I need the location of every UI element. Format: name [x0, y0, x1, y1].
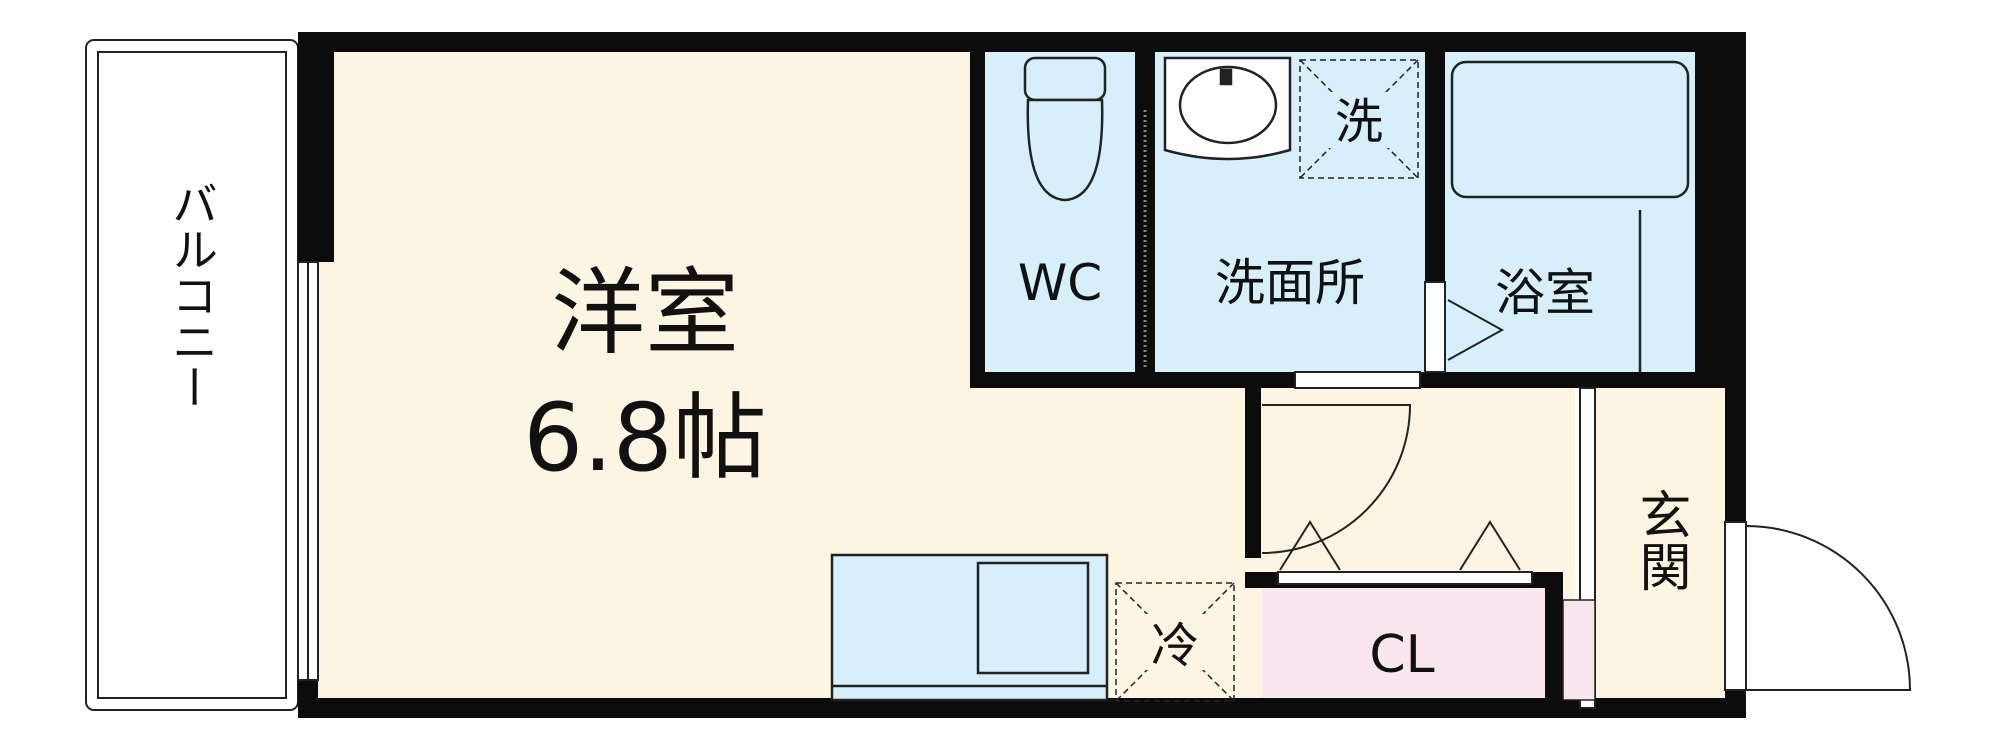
fridge-label-bg — [1143, 614, 1207, 670]
washroom-door[interactable] — [1261, 404, 1412, 554]
washroom-door-gap — [1294, 371, 1421, 389]
western-room-label: 洋室 — [551, 259, 739, 368]
closet-floor — [1262, 588, 1560, 703]
balcony-inner — [97, 51, 287, 699]
fridge-label: 冷 — [1151, 618, 1199, 674]
kitchen-counter — [830, 553, 1109, 702]
bathtub-fixture — [1450, 60, 1690, 372]
bath-door[interactable] — [1447, 299, 1505, 361]
closet-doors[interactable] — [1277, 520, 1533, 585]
wc-label: WC — [1018, 254, 1102, 312]
washer-label-bg — [1327, 92, 1391, 148]
entrance-door-frame — [1724, 521, 1747, 691]
closet-label: CL — [1369, 625, 1434, 685]
toilet-fixture — [1023, 56, 1107, 202]
entrance-door[interactable] — [1745, 525, 1912, 691]
shoe-cabinet — [1562, 599, 1596, 701]
western-room-floor — [318, 52, 1245, 698]
balcony-label: バルコニー — [165, 180, 219, 410]
sink-fixture — [1163, 56, 1292, 161]
western-room-size: 6.8帖 — [523, 384, 767, 493]
entrance-floor — [1595, 388, 1725, 698]
washroom-label: 洗面所 — [1215, 254, 1365, 312]
washer-label: 洗 — [1335, 94, 1383, 150]
entrance-label: 玄関 — [1630, 488, 1690, 592]
bathroom-label: 浴室 — [1495, 264, 1595, 322]
bath-door-gap — [1424, 281, 1446, 373]
